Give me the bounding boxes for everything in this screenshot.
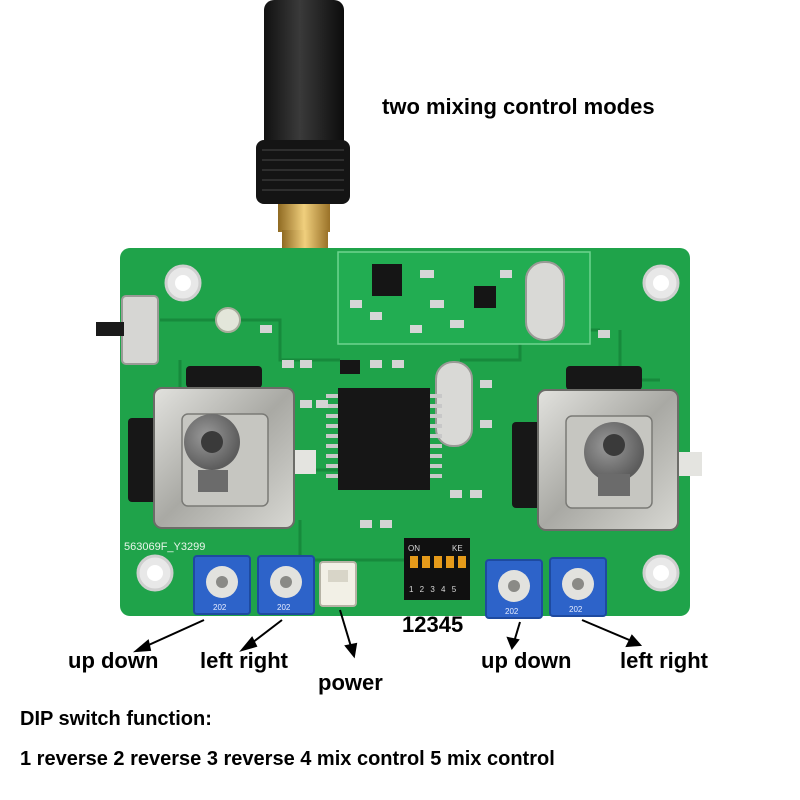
dip-switch: ON KE 1 2 3 4 5 <box>404 538 470 600</box>
callout-dip-numbers: 12345 <box>402 612 464 637</box>
callout-right-updown: up down <box>481 648 572 673</box>
callout-left-leftright: left right <box>200 648 288 673</box>
callout-power: power <box>318 670 383 695</box>
power-connector <box>319 561 357 607</box>
dip-silk-on: ON <box>408 544 420 553</box>
rf-module <box>337 251 591 345</box>
right-joystick <box>512 366 702 531</box>
left-joystick <box>128 366 316 529</box>
dip-silk-digits: 1 2 3 4 5 <box>409 585 458 594</box>
callout-arrows <box>132 609 643 659</box>
chip-area <box>96 295 610 528</box>
pot-code-1: 202 <box>213 603 227 612</box>
callout-right-leftright: left right <box>620 648 708 673</box>
mounting-holes <box>136 264 680 592</box>
pot-left-updown: 202 <box>193 555 251 615</box>
callout-left-updown: up down <box>68 648 159 673</box>
dip-heading: DIP switch function: <box>20 708 212 730</box>
board-silkscreen-text: 563069F_Y3299 <box>124 541 205 553</box>
pot-right-leftright: 202 <box>549 557 607 617</box>
pot-right-updown: 202 <box>485 559 543 619</box>
pot-code-2: 202 <box>277 603 291 612</box>
dip-silk-ke: KE <box>452 544 463 553</box>
page-title: two mixing control modes <box>382 94 655 119</box>
dip-functions: 1 reverse 2 reverse 3 reverse 4 mix cont… <box>20 748 555 770</box>
pot-code-3: 202 <box>505 607 519 616</box>
pot-left-leftright: 202 <box>257 555 315 615</box>
pot-code-4: 202 <box>569 605 583 614</box>
